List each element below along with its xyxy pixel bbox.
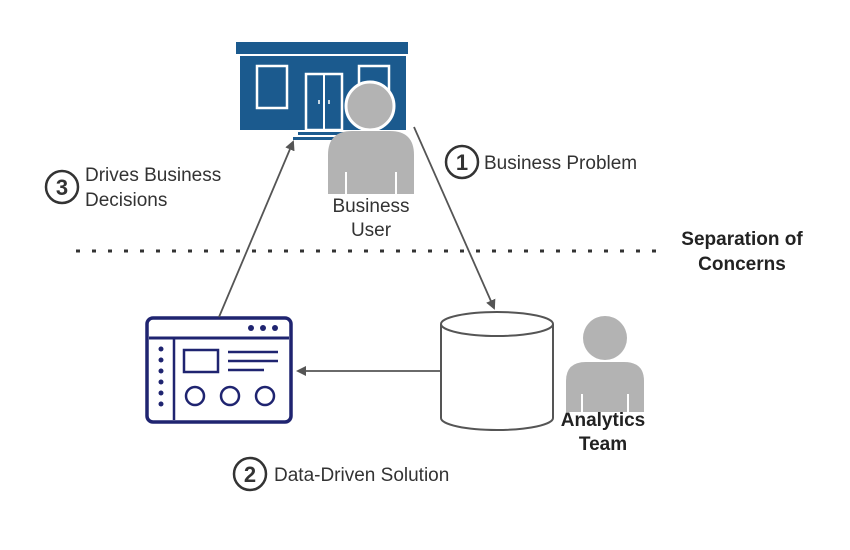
step-2-badge: 2 (232, 456, 268, 492)
analytics-team-label-line1: Analytics (560, 410, 646, 431)
analytics-team-label-line2: Team (578, 434, 628, 455)
database-cylinder-icon (440, 311, 554, 431)
step-3-label-line2: Decisions (85, 190, 168, 211)
step-2-number: 2 (244, 462, 256, 487)
step-3-number: 3 (56, 175, 68, 200)
business-user-label-line1: Business (332, 196, 410, 217)
step-2-label: Data-Driven Solution (274, 465, 450, 486)
step-1-badge: 1 (444, 144, 480, 180)
arrow-store-to-database (413, 126, 496, 310)
step-1-label: Business Problem (484, 153, 638, 174)
arrow-dashboard-to-store (218, 140, 295, 318)
separation-label-line1: Separation of (681, 229, 803, 250)
analytics-team-person-icon (566, 316, 644, 412)
business-user-label-line2: User (350, 220, 392, 241)
step-3-label-line1: Drives Business (85, 165, 222, 186)
dashboard-window-icon (145, 316, 293, 424)
step-1-number: 1 (456, 150, 468, 175)
step-3-badge: 3 (44, 169, 80, 205)
business-user-person-icon (328, 80, 414, 194)
separation-label-line2: Concerns (698, 254, 786, 275)
